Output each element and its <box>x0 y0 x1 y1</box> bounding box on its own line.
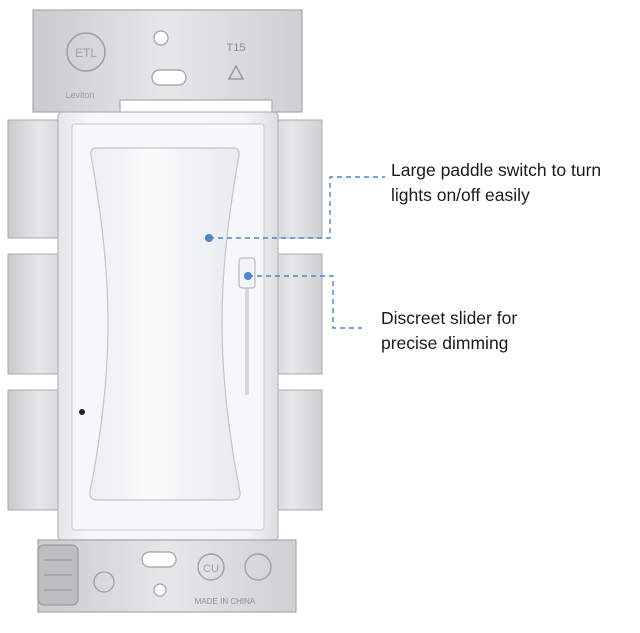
callout-line-1 <box>209 176 385 239</box>
svg-text:CU: CU <box>203 563 219 575</box>
svg-text:Leviton: Leviton <box>65 90 94 100</box>
etl-mark <box>66 32 106 72</box>
callout-slider-line-2: precise dimming <box>381 333 509 353</box>
screw-hole-top <box>153 30 169 46</box>
callout-line-2 <box>248 275 362 329</box>
mounting-slot-bottom <box>141 551 177 568</box>
terminal-screws <box>37 544 79 606</box>
mounting-strap-bottom: CU MADE IN CHINA <box>37 539 297 613</box>
callout-paddle-line-2: lights on/off easily <box>391 185 530 205</box>
cu-mark <box>197 553 225 581</box>
paddle-switch[interactable] <box>89 147 241 501</box>
svg-text:MADE IN CHINA: MADE IN CHINA <box>195 597 256 606</box>
slider-track <box>245 285 249 395</box>
callout-slider-line-1: Discreet slider for <box>381 308 518 328</box>
callout-dot-2 <box>244 272 252 280</box>
certification-mark-icon <box>244 553 272 581</box>
svg-text:ETL: ETL <box>75 46 97 60</box>
svg-text:T15: T15 <box>227 42 246 54</box>
callout-dot-1 <box>205 234 213 242</box>
screw-hole-bottom <box>153 583 167 597</box>
indicator-led <box>79 409 85 415</box>
warning-triangle-icon <box>227 64 245 80</box>
ground-mark-icon <box>93 571 115 593</box>
mounting-strap-top: ETL T15 Leviton <box>32 9 303 113</box>
mounting-slot-top <box>151 69 187 86</box>
callout-paddle-line-1: Large paddle switch to turn <box>391 160 602 180</box>
callout-slider-text: Discreet slider for precise dimming <box>381 306 626 356</box>
callout-paddle-text: Large paddle switch to turn lights on/of… <box>391 158 636 208</box>
